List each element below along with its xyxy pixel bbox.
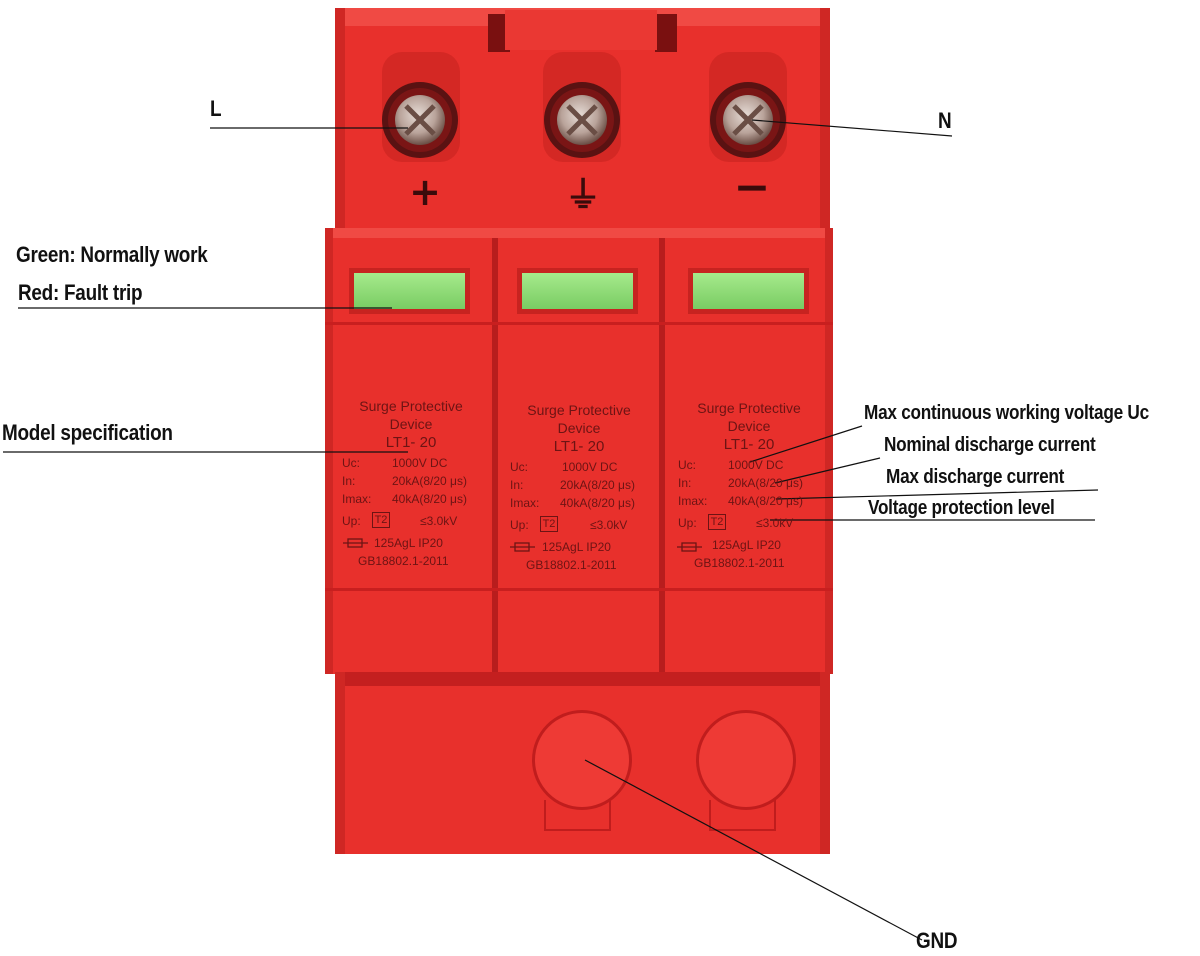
module-3-up-val: ≤3.0kV bbox=[756, 516, 794, 530]
leader-lines bbox=[3, 119, 1099, 941]
plus-terminal-symbol: + bbox=[409, 170, 441, 214]
module-1-t2-box: T2 bbox=[372, 512, 390, 528]
knockout-right[interactable] bbox=[696, 710, 796, 810]
screw-terminal-right[interactable] bbox=[709, 52, 787, 162]
module-1-uc-key: Uc: bbox=[342, 456, 360, 470]
module-3-title-line1: Surge Protective bbox=[697, 400, 801, 416]
module-1-fuse: 125AgL IP20 bbox=[374, 536, 443, 550]
module-body bbox=[325, 228, 833, 674]
indicator-window-3 bbox=[688, 268, 809, 314]
callout-voltage-protection: Voltage protection level bbox=[868, 497, 1055, 519]
module-1-model: LT1- 20 bbox=[385, 434, 437, 451]
module-3-in-key: In: bbox=[678, 476, 692, 490]
top-terminal-block bbox=[335, 8, 830, 230]
callout-l: L bbox=[210, 96, 222, 121]
callout-max-continuous-voltage: Max continuous working voltage Uc bbox=[864, 402, 1149, 424]
module-1-in-val: 20kA(8/20 μs) bbox=[392, 474, 467, 488]
callout-max-discharge: Max discharge current bbox=[886, 466, 1065, 488]
module-2-uc-val: 1000V DC bbox=[562, 460, 618, 474]
module-2-uc-key: Uc: bbox=[510, 460, 528, 474]
module-1-title-line1: Surge Protective bbox=[359, 398, 463, 414]
module-2-imax-val: 40kA(8/20 μs) bbox=[560, 496, 635, 510]
module-3-uc-key: Uc: bbox=[678, 458, 696, 472]
module-2-model: LT1- 20 bbox=[553, 438, 605, 455]
callout-gnd: GND bbox=[916, 928, 958, 953]
minus-terminal-symbol: − bbox=[733, 162, 771, 213]
screw-terminal-left[interactable] bbox=[382, 52, 460, 162]
module-3-fuse: 125AgL IP20 bbox=[712, 538, 781, 552]
module-2-title-line2: Device bbox=[557, 420, 601, 436]
module-3-up-key: Up: bbox=[678, 516, 697, 530]
module-1-imax-val: 40kA(8/20 μs) bbox=[392, 492, 467, 506]
module-3-t2-box: T2 bbox=[708, 514, 726, 530]
callout-green-normal: Green: Normally work bbox=[16, 242, 208, 267]
module-1-title-line2: Device bbox=[389, 416, 433, 432]
module-3-title-line2: Device bbox=[727, 418, 771, 434]
ground-terminal-symbol: ⏚ bbox=[564, 175, 601, 216]
callout-n: N bbox=[938, 108, 952, 133]
indicator-window-2 bbox=[517, 268, 638, 314]
module-3-imax-val: 40kA(8/20 μs) bbox=[728, 494, 803, 508]
module-2-fuse: 125AgL IP20 bbox=[542, 540, 611, 554]
module-1-standard: GB18802.1-2011 bbox=[358, 554, 449, 568]
gnd-knockout-left[interactable] bbox=[532, 710, 632, 810]
callout-red-fault: Red: Fault trip bbox=[18, 280, 143, 305]
indicator-window-1 bbox=[349, 268, 470, 314]
module-3-standard: GB18802.1-2011 bbox=[694, 556, 785, 570]
module-2-up-key: Up: bbox=[510, 518, 529, 532]
module-3-in-val: 20kA(8/20 μs) bbox=[728, 476, 803, 490]
callout-model-specification: Model specification bbox=[2, 420, 173, 445]
module-1-up-key: Up: bbox=[342, 514, 361, 528]
screw-terminal-middle[interactable] bbox=[543, 52, 621, 162]
module-1-imax-key: Imax: bbox=[342, 492, 372, 506]
module-2-up-val: ≤3.0kV bbox=[590, 518, 628, 532]
module-2-standard: GB18802.1-2011 bbox=[526, 558, 617, 572]
module-2-in-val: 20kA(8/20 μs) bbox=[560, 478, 635, 492]
module-2-title-line1: Surge Protective bbox=[527, 402, 631, 418]
module-1-in-key: In: bbox=[342, 474, 356, 488]
module-2-in-key: In: bbox=[510, 478, 524, 492]
module-2-imax-key: Imax: bbox=[510, 496, 540, 510]
module-3-imax-key: Imax: bbox=[678, 494, 708, 508]
module-1-uc-val: 1000V DC bbox=[392, 456, 448, 470]
module-3-uc-val: 1000V DC bbox=[728, 458, 784, 472]
module-1-up-val: ≤3.0kV bbox=[420, 514, 458, 528]
module-3-model: LT1- 20 bbox=[723, 436, 775, 453]
module-2-t2-box: T2 bbox=[540, 516, 558, 532]
callout-nominal-discharge: Nominal discharge current bbox=[884, 434, 1096, 456]
